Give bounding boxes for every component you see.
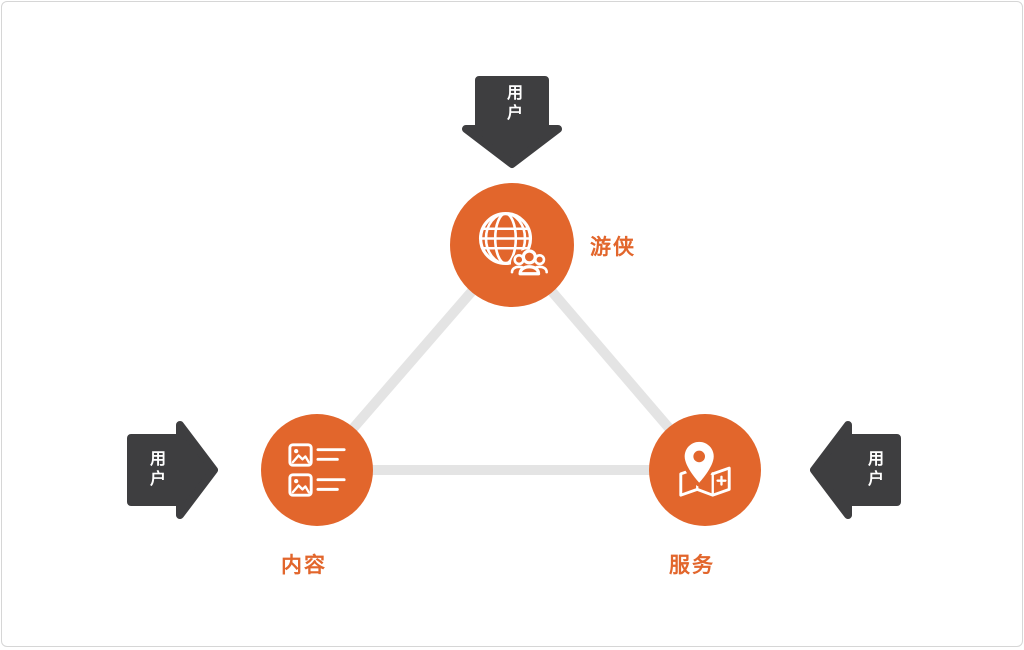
arrow-label: 用户 [504, 84, 521, 124]
node-label: 服务 [669, 554, 715, 577]
node-label: 内容 [281, 554, 327, 577]
arrow-label: 用户 [147, 450, 164, 490]
arrow-right-user: 用户 [810, 420, 902, 520]
arrow-left-user: 用户 [126, 420, 218, 520]
right-arrow-shape [127, 421, 218, 519]
globe-users-icon [478, 211, 548, 278]
map-pin-icon [679, 439, 731, 497]
node-left [261, 414, 373, 526]
content-list-icon [288, 443, 346, 497]
down-arrow-shape [462, 76, 562, 168]
node-top [450, 183, 574, 307]
node-right [649, 414, 761, 526]
node-label: 游侠 [590, 236, 636, 259]
arrow-label: 用户 [865, 450, 882, 490]
left-arrow-shape [810, 421, 901, 519]
arrow-top-user: 用户 [461, 75, 563, 169]
